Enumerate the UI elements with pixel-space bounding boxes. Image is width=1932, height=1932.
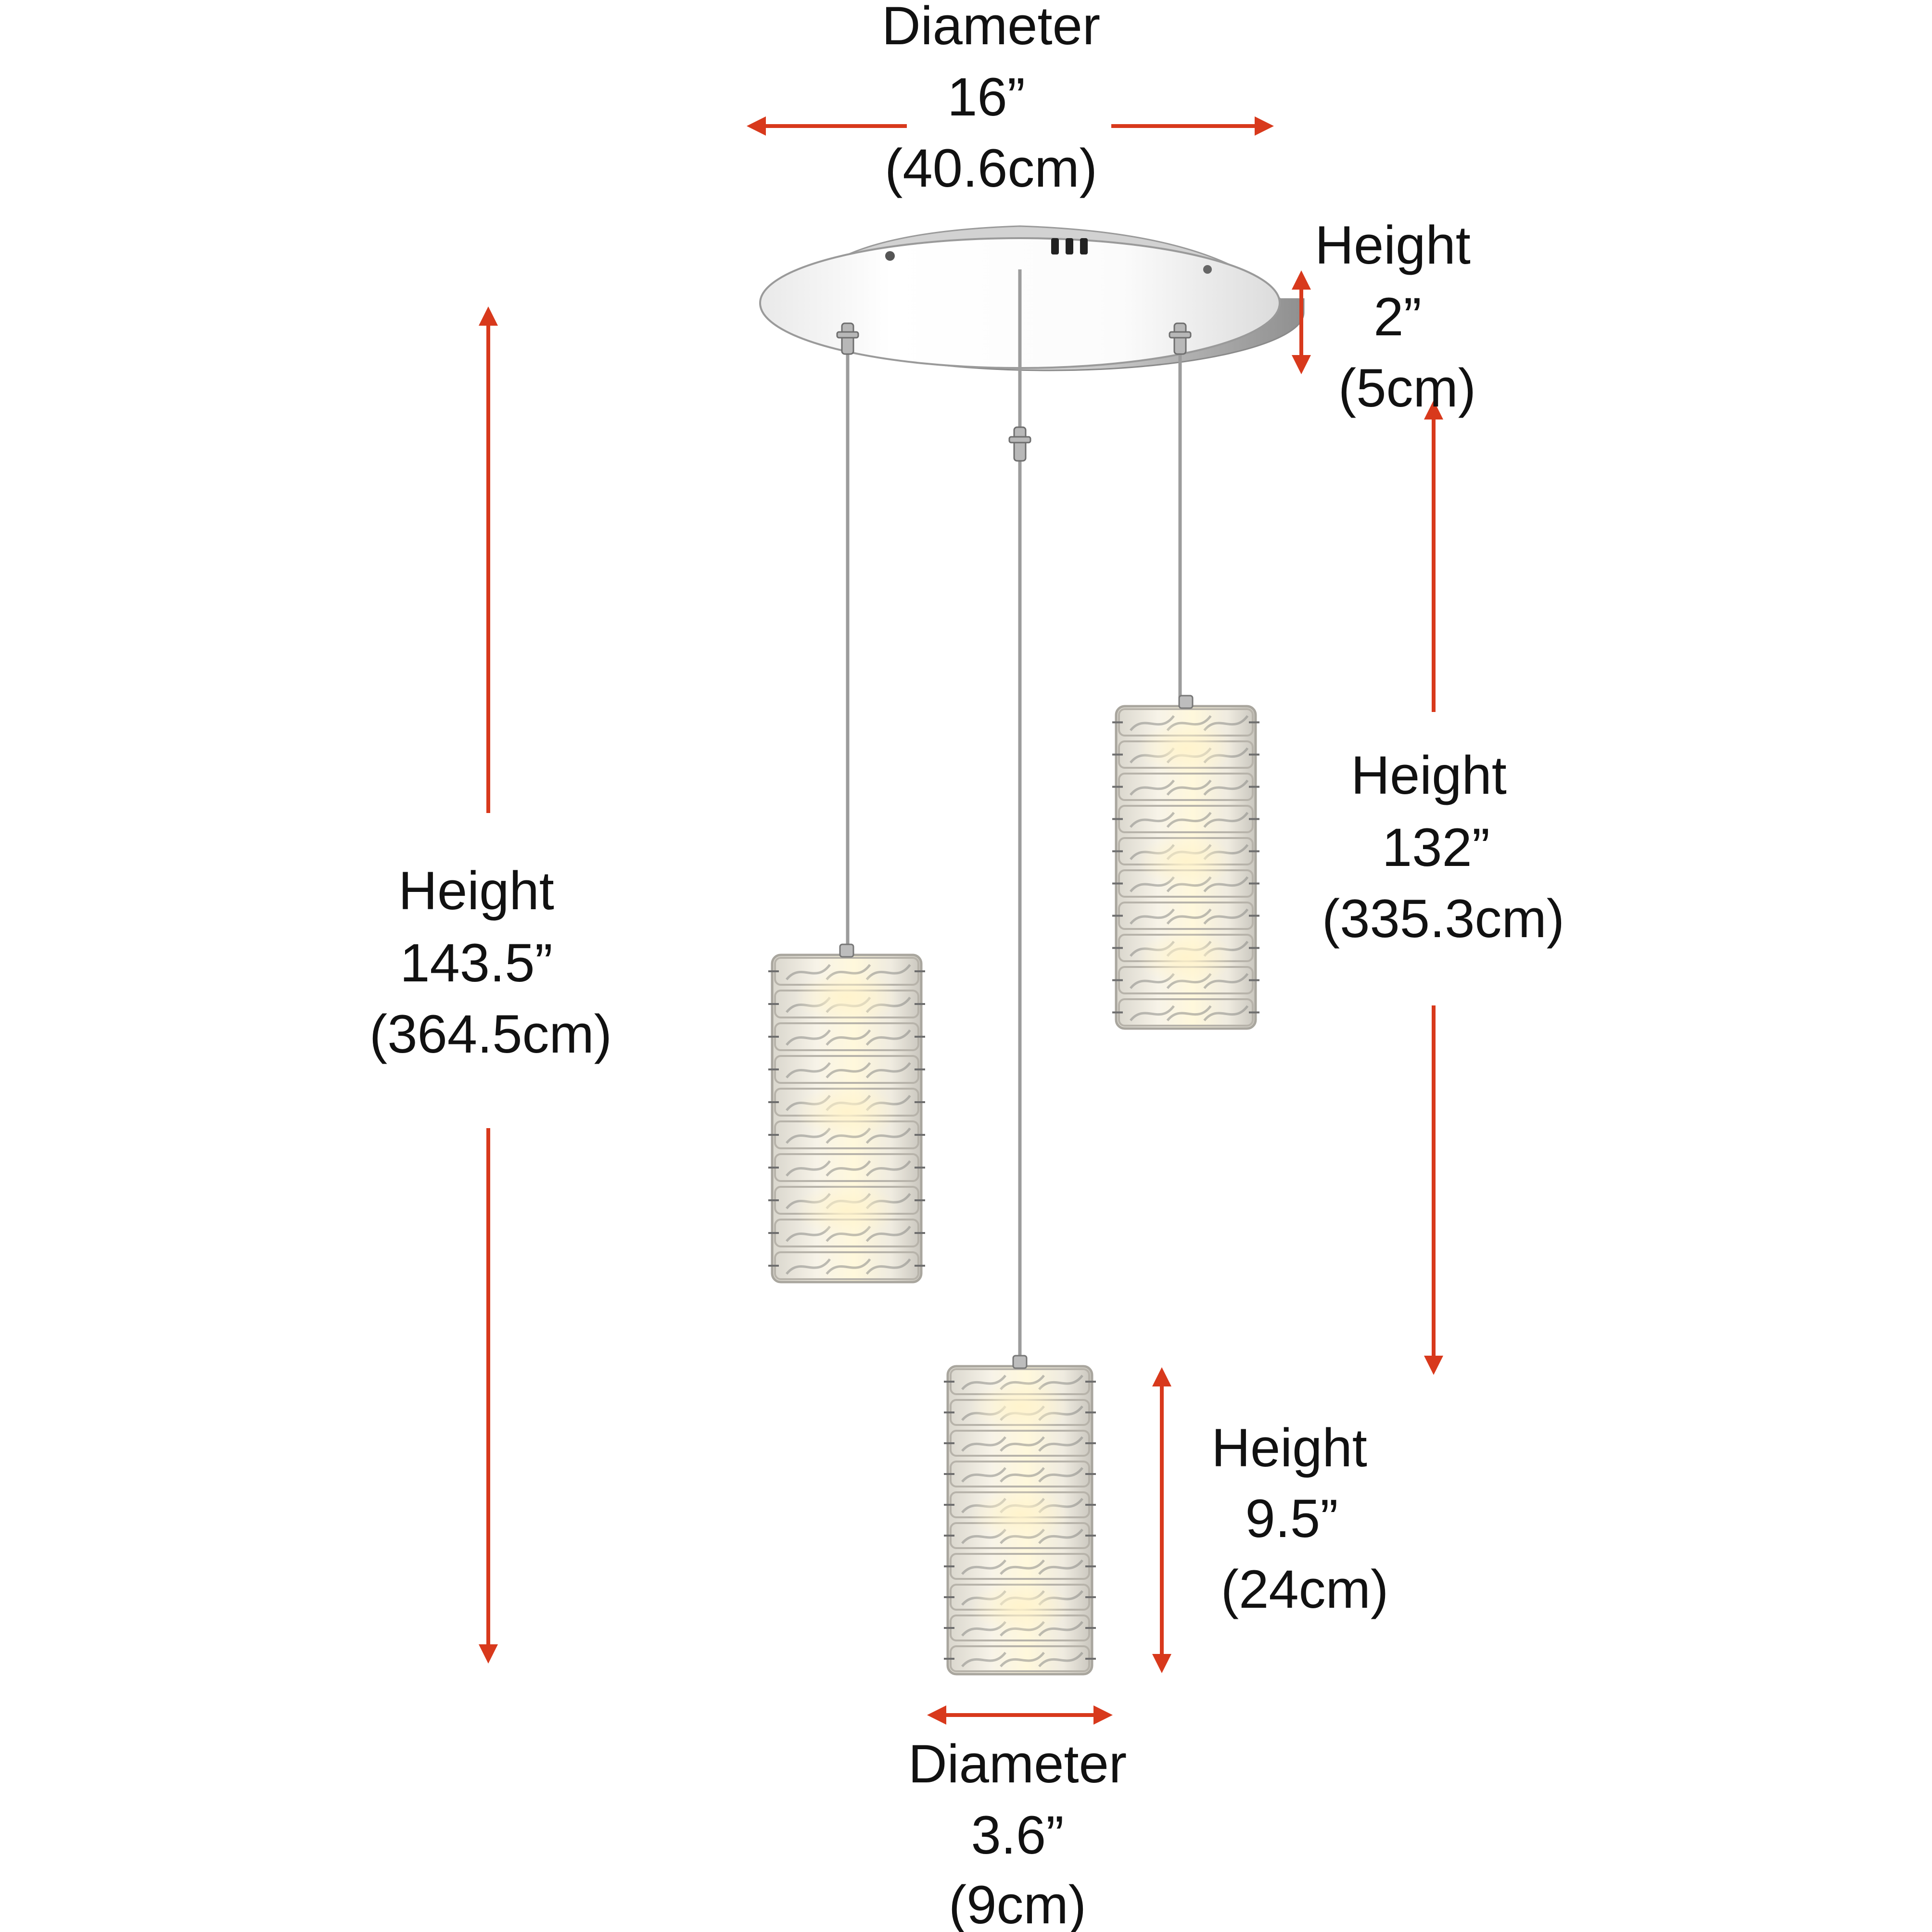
right-drop-height-label: Height 132” (335.3cm) (1322, 745, 1564, 949)
pendant-diameter-title: Diameter (908, 1734, 1127, 1794)
pendant-height-label: Height 9.5” (24cm) (1211, 1418, 1388, 1619)
right-pendant (1112, 695, 1259, 1030)
pendant-height-inches: 9.5” (1246, 1488, 1338, 1549)
suspension-cables (836, 269, 1192, 1361)
overall-height-label: Height 143.5” (364.5cm) (369, 861, 612, 1064)
pendant-diameter-cm: (9cm) (949, 1875, 1086, 1932)
canopy-height-inches: 2” (1373, 287, 1422, 347)
crystal-pendants (768, 695, 1259, 1676)
overall-height-cm: (364.5cm) (369, 1004, 612, 1064)
right-drop-height-title: Height (1351, 745, 1507, 805)
dimension-arrows (479, 116, 1443, 1725)
canopy-diameter-label: Diameter 16” (40.6cm) (882, 0, 1100, 198)
pendant-height-title: Height (1211, 1418, 1367, 1478)
canopy-height-cm: (5cm) (1338, 358, 1476, 418)
pendant-diameter-inches: 3.6” (971, 1805, 1064, 1865)
canopy-diameter-cm: (40.6cm) (885, 138, 1097, 198)
right-drop-height-cm: (335.3cm) (1322, 889, 1564, 949)
canopy-diameter-title: Diameter (882, 0, 1100, 56)
center-pendant (944, 1355, 1096, 1676)
overall-height-inches: 143.5” (400, 933, 553, 993)
canopy-height-title: Height (1315, 215, 1471, 275)
pendant-height-cm: (24cm) (1221, 1559, 1388, 1619)
canopy-height-label: Height 2” (5cm) (1315, 215, 1476, 418)
right-drop-height-inches: 132” (1382, 817, 1490, 877)
canopy-diameter-inches: 16” (947, 67, 1025, 127)
pendant-diameter-label: Diameter 3.6” (9cm) (908, 1734, 1127, 1932)
left-pendant (768, 943, 925, 1284)
overall-height-title: Height (398, 861, 554, 921)
